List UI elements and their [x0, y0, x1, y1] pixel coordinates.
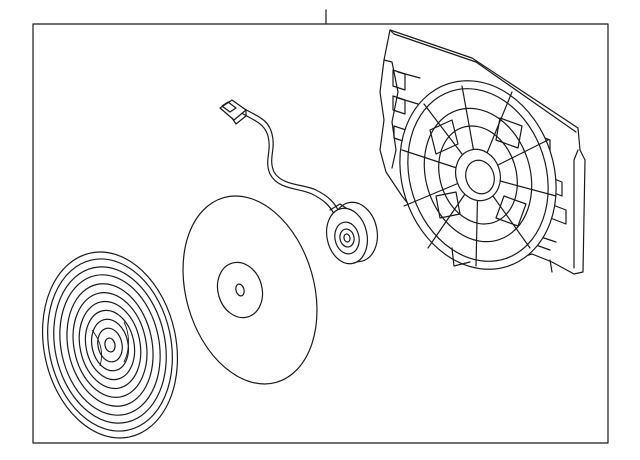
fan-disc: [182, 195, 318, 385]
diagram-border: [32, 23, 609, 444]
motor-wire-harness: [239, 107, 339, 215]
fan-blade-wheel: [41, 251, 179, 439]
fan-motor: [325, 201, 379, 265]
fan-shroud: [379, 29, 586, 275]
connector: [219, 99, 247, 125]
